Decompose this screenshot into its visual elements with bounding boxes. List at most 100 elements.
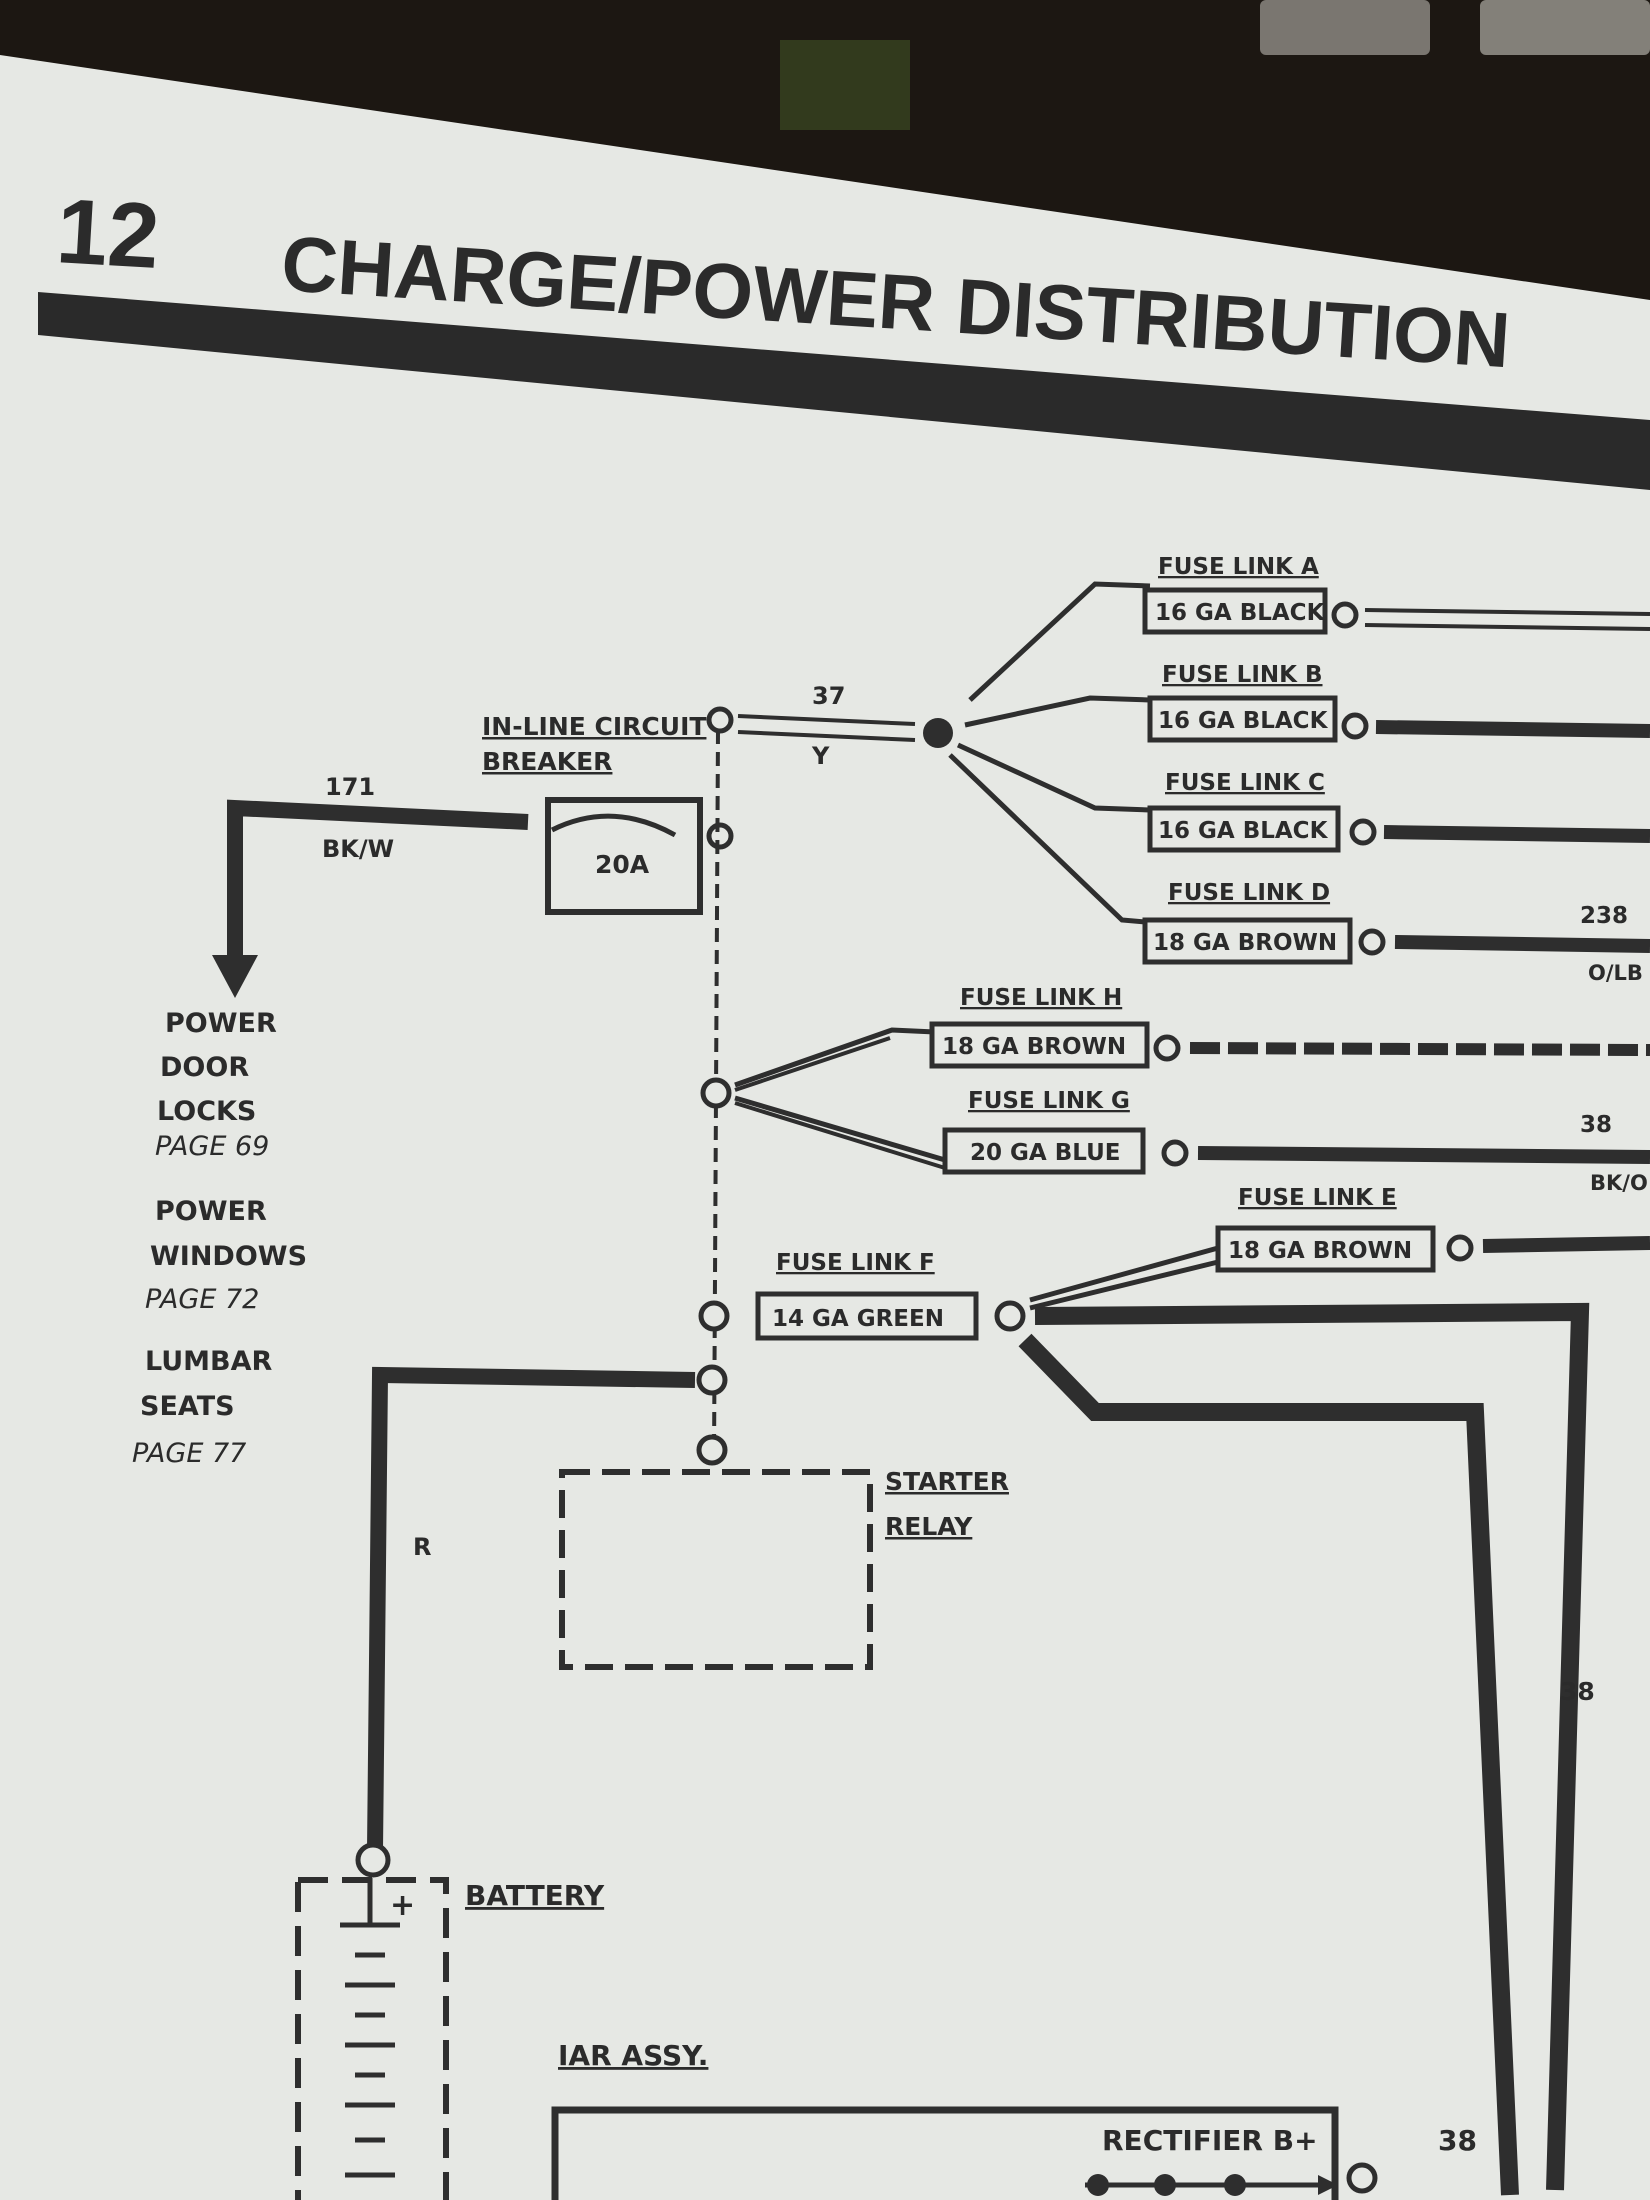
- fuse-link-f-box: [755, 1291, 979, 1341]
- fuse-link-b-box: [1147, 695, 1338, 743]
- wire-38-top-circuit: 38: [1580, 1112, 1612, 1138]
- wire-238: [1394, 935, 1650, 953]
- terminal-37: [706, 706, 734, 734]
- fuse-link-a-name: FUSE LINK A: [1158, 554, 1319, 580]
- fuse-link-a-terminal: [1331, 601, 1359, 629]
- ref-door-locks-2: DOOR: [160, 1052, 249, 1083]
- circuit-breaker-box: [545, 797, 703, 915]
- ref-door-locks-1: POWER: [165, 1008, 277, 1039]
- battery-plus: +: [390, 1888, 415, 1923]
- feed-fuse-link-c: [956, 742, 1151, 813]
- ref-lumbar-1: LUMBAR: [145, 1346, 273, 1377]
- fuse-link-e-name: FUSE LINK E: [1238, 1185, 1397, 1211]
- fuse-link-c-spec: 16 GA BLACK: [1158, 818, 1329, 844]
- section-number: 12: [54, 180, 162, 288]
- fuse-link-h-box: [929, 1021, 1150, 1069]
- wire-h-out: [1189, 1042, 1650, 1056]
- starter-relay-label-2: RELAY: [885, 1512, 973, 1541]
- starter-relay-label-1: STARTER: [885, 1467, 1009, 1496]
- wire-r-color: R: [413, 1533, 431, 1561]
- green-light-glow: [780, 40, 910, 130]
- fuse-link-e-terminal: [1446, 1234, 1474, 1262]
- fuse-link-b-terminal: [1341, 712, 1369, 740]
- title-rule-bar: [38, 292, 1650, 490]
- ref-lumbar-2: SEATS: [140, 1391, 235, 1422]
- wire-37-circuit: 37: [812, 682, 845, 710]
- wire-38-outer: [1034, 1302, 1590, 2191]
- fuse-link-g-box: [942, 1127, 1146, 1175]
- rectifier-label: RECTIFIER B+: [1102, 2124, 1318, 2157]
- breaker-terminal: [706, 822, 734, 850]
- battery-terminal: [355, 1842, 391, 1878]
- wire-171-color: BK/W: [322, 835, 394, 863]
- feed-fuse-link-g-2: [734, 1101, 946, 1170]
- wire-37-bottom: [737, 730, 916, 742]
- ref-windows-1: POWER: [155, 1196, 267, 1227]
- wire-171-circuit: 171: [325, 773, 375, 801]
- fuse-link-d-spec: 18 GA BROWN: [1153, 930, 1337, 956]
- fuse-link-f-spec: 14 GA GREEN: [772, 1306, 944, 1332]
- splice-node: [923, 718, 953, 748]
- rectifier-terminal: [1346, 2162, 1378, 2194]
- feed-fuse-link-b: [964, 695, 1151, 728]
- ref-windows-page: PAGE 72: [145, 1284, 259, 1315]
- rectifier-diode: [1154, 2174, 1176, 2196]
- bus-terminal-r: [696, 1364, 728, 1396]
- feed-fuse-link-a: [968, 581, 1151, 702]
- fuse-link-f-name: FUSE LINK F: [776, 1250, 935, 1276]
- circuit-breaker-rating: 20A: [595, 850, 650, 879]
- fuse-link-c-box: [1147, 805, 1341, 853]
- iar-assy-label: IAR ASSY.: [558, 2039, 708, 2072]
- wire-38-inner: [1018, 1333, 1519, 2196]
- fuse-link-e-spec: 18 GA BROWN: [1228, 1238, 1412, 1264]
- ref-door-locks-3: LOCKS: [157, 1096, 256, 1127]
- wire-a-out-2: [1364, 623, 1650, 631]
- wire-38-right-circuit: 38: [1560, 1677, 1595, 1706]
- rectifier-diode: [1087, 2174, 1109, 2196]
- bus-splice-hg: [700, 1077, 732, 1109]
- ref-windows-2: WINDOWS: [150, 1241, 307, 1272]
- fuse-link-e-box: [1215, 1225, 1436, 1273]
- fuse-link-f-terminal: [994, 1300, 1026, 1332]
- arrow-down-icon: [212, 955, 258, 998]
- wire-238-color: O/LB: [1588, 961, 1643, 985]
- starter-relay-terminal: [696, 1434, 728, 1466]
- arrow-right-icon: [1318, 2175, 1338, 2195]
- fuse-link-b-name: FUSE LINK B: [1162, 662, 1323, 688]
- wire-c-out: [1383, 825, 1650, 843]
- fuse-link-c-terminal: [1349, 818, 1377, 846]
- wire-38-bko: [1197, 1146, 1650, 1164]
- feed-fuse-link-h-2: [734, 1036, 891, 1092]
- rectifier-diode: [1224, 2174, 1246, 2196]
- keyboard-key: [1480, 0, 1650, 55]
- fuse-link-g-spec: 20 GA BLUE: [970, 1140, 1120, 1166]
- keyboard-key: [1260, 0, 1430, 55]
- wire-e-out: [1482, 1236, 1650, 1253]
- feed-fuse-link-e: [1029, 1245, 1219, 1311]
- bus-terminal-f: [698, 1300, 730, 1332]
- breaker-element: [550, 813, 677, 838]
- feed-fuse-link-d: [948, 753, 1146, 925]
- fuse-link-c-name: FUSE LINK C: [1165, 770, 1325, 796]
- fuse-link-h-terminal: [1153, 1034, 1181, 1062]
- wire-37-color: Y: [811, 742, 830, 770]
- fuse-link-h-spec: 18 GA BROWN: [942, 1034, 1126, 1060]
- fuse-link-b-spec: 16 GA BLACK: [1158, 708, 1329, 734]
- wire-37-top: [737, 714, 916, 726]
- fuse-link-g-terminal: [1161, 1139, 1189, 1167]
- wire-r: [367, 1366, 696, 1851]
- fuse-link-a-spec: 16 GA BLACK: [1155, 600, 1326, 626]
- wire-238-circuit: 238: [1580, 903, 1628, 929]
- wire-38-top-color: BK/O: [1590, 1171, 1648, 1195]
- circuit-breaker-label-2: BREAKER: [482, 747, 612, 776]
- starter-relay-box: [559, 1469, 873, 1670]
- fuse-link-a-box: [1142, 587, 1328, 635]
- wire-b-out: [1375, 720, 1650, 738]
- wire-38-bottom-circuit: 38: [1438, 2124, 1477, 2157]
- fuse-link-h-name: FUSE LINK H: [960, 985, 1122, 1011]
- circuit-breaker-label-1: IN-LINE CIRCUIT: [482, 712, 706, 741]
- wire-a-out: [1364, 608, 1650, 616]
- fuse-link-d-box: [1142, 917, 1353, 965]
- iar-assy-box: [551, 2106, 1339, 2200]
- ref-lumbar-page: PAGE 77: [132, 1438, 246, 1469]
